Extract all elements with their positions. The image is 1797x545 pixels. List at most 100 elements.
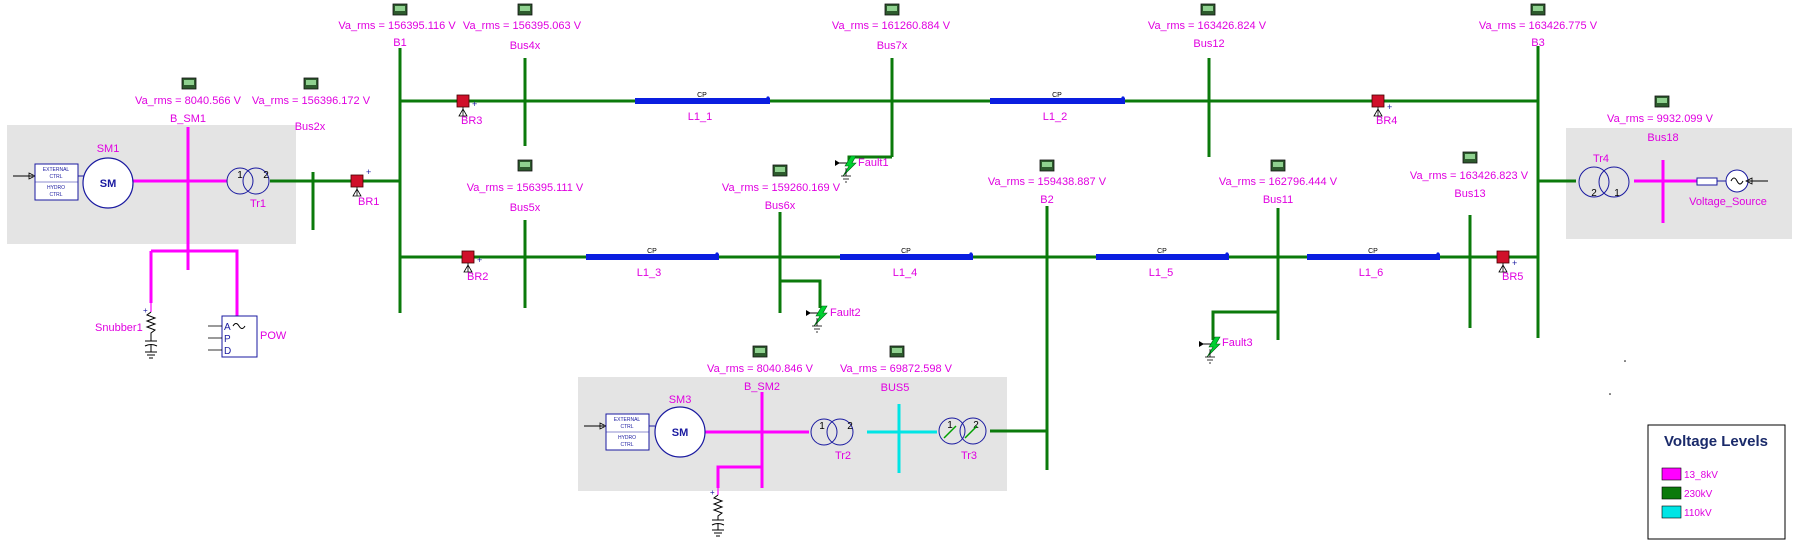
svg-text:+: +: [143, 306, 148, 315]
meter-icon: [884, 3, 900, 16]
meter-icon: [517, 159, 533, 172]
machine-label-sm3: SM3: [669, 394, 692, 406]
meter-icon: [1270, 159, 1286, 172]
bus-label-bus4x: Bus4x: [510, 40, 541, 52]
bus-label-b1: B1: [393, 37, 406, 49]
bus-label-bus11: Bus11: [1263, 194, 1293, 206]
fault3-tap: [1211, 310, 1278, 340]
line-label-l1-4: L1_4: [893, 267, 917, 279]
transformer-tr1[interactable]: 1 2: [226, 167, 270, 195]
legend-label-230kv: 230kV: [1684, 489, 1713, 500]
transformer-tr3[interactable]: 1 2: [938, 417, 987, 445]
snubber-icon[interactable]: +: [710, 488, 725, 537]
snubber1-icon[interactable]: +: [143, 306, 158, 359]
pow-block[interactable]: A P D: [208, 315, 258, 358]
transformer-label-tr1: Tr1: [250, 198, 266, 210]
meter-icon: [889, 345, 905, 358]
exciter-text: HYDRO: [47, 185, 65, 191]
sm-symbol: SM: [100, 178, 117, 190]
source-label-voltage-source: Voltage_Source: [1689, 196, 1767, 208]
cp-label: CP: [647, 248, 657, 255]
breaker-br2[interactable]: +: [461, 250, 482, 273]
meter-readout-bus4x: Va_rms = 156395.063 V: [463, 20, 582, 32]
svg-text:+: +: [472, 99, 477, 109]
bus-label-bus2x: Bus2x: [295, 121, 326, 133]
exciter-text: CTRL: [49, 174, 62, 180]
breaker-br4[interactable]: +: [1371, 94, 1392, 117]
meter-icon: [1530, 3, 1546, 16]
winding-label: 2: [847, 421, 853, 432]
voltage-levels-legend: Voltage Levels 13_8kV 230kV 110kV: [1647, 424, 1786, 540]
meter-readout-bus2x: Va_rms = 156396.172 V: [252, 95, 371, 107]
exciter-text: CTRL: [620, 442, 633, 448]
meter-readout-bus12: Va_rms = 163426.824 V: [1148, 20, 1267, 32]
fault2-tap: [780, 279, 822, 308]
bus-label-b-sm2: B_SM2: [744, 381, 780, 393]
legend-swatch-230kv: [1661, 486, 1682, 500]
winding-label: 1: [947, 420, 953, 431]
meter-readout-bus5x: Va_rms = 156395.111 V: [467, 182, 584, 194]
fault2-icon[interactable]: [806, 305, 828, 333]
cp-label: CP: [901, 248, 911, 255]
meter-readout-bus18: Va_rms = 9932.099 V: [1607, 113, 1714, 125]
line-l1-5: [1096, 254, 1229, 260]
bus-label-bus6x: Bus6x: [765, 200, 796, 212]
breaker-br3[interactable]: +: [456, 94, 477, 117]
transformer-label-tr2: Tr2: [835, 450, 851, 462]
fault3-icon[interactable]: [1199, 336, 1221, 364]
bus-label-b3: B3: [1531, 37, 1544, 49]
breaker-label-br5: BR5: [1502, 271, 1523, 283]
meter-readout-bus7x: Va_rms = 161260.884 V: [832, 20, 951, 32]
bus-label-b-sm1: B_SM1: [170, 113, 206, 125]
transformer-tr4[interactable]: 2 1: [1578, 166, 1630, 199]
meter-icon: [392, 3, 408, 16]
bus-label-bus12: Bus12: [1193, 38, 1224, 50]
meter-readout-bus13: Va_rms = 163426.823 V: [1410, 170, 1529, 182]
line-l1-1: [635, 98, 770, 104]
fault-label-fault2: Fault2: [830, 307, 861, 319]
synchronous-machine-sm3[interactable]: SM: [654, 406, 706, 458]
meter-icons: [181, 3, 1670, 358]
meter-icon: [303, 77, 319, 90]
meter-readout-b2: Va_rms = 159438.887 V: [988, 176, 1107, 188]
breaker-label-br4: BR4: [1376, 115, 1397, 127]
exciter-text: EXTERNAL: [614, 417, 641, 423]
meter-icon: [1039, 159, 1055, 172]
pow-pin: D: [224, 346, 231, 357]
cp-label: CP: [1368, 248, 1378, 255]
voltage-source-icon[interactable]: [1696, 169, 1768, 193]
legend-label-13-8kv: 13_8kV: [1684, 470, 1718, 481]
bus-label-b2: B2: [1040, 194, 1053, 206]
machine-label-sm1: SM1: [97, 143, 120, 155]
meter-readout-b-sm1: Va_rms = 8040.566 V: [135, 95, 242, 107]
line-label-l1-3: L1_3: [637, 267, 661, 279]
transformer-label-tr4: Tr4: [1593, 153, 1609, 165]
bus-label-bus5x: Bus5x: [510, 202, 541, 214]
stray-dot: [1624, 360, 1626, 362]
exciter-text: EXTERNAL: [43, 167, 70, 173]
breaker-br5[interactable]: +: [1496, 250, 1517, 273]
exciter-block-sm3[interactable]: EXTERNAL CTRL HYDRO CTRL: [584, 413, 655, 451]
breaker-br1[interactable]: +: [350, 167, 371, 197]
meter-icon: [1654, 95, 1670, 108]
snubber2-tap: [716, 465, 762, 488]
meter-readout-bus5: Va_rms = 69872.598 V: [840, 363, 953, 375]
transformer-tr2[interactable]: 1 2: [810, 418, 854, 446]
pow-tap: [151, 249, 239, 316]
winding-label: 2: [263, 170, 269, 181]
kv110-network: [867, 404, 937, 473]
legend-swatch-13-8kv: [1661, 467, 1682, 481]
exciter-text: CTRL: [620, 424, 633, 430]
snubber-label-snubber1: Snubber1: [95, 322, 143, 334]
breaker-label-br3: BR3: [461, 115, 482, 127]
meter-icon: [1200, 3, 1216, 16]
winding-label: 1: [1614, 188, 1620, 199]
bus-label-bus13: Bus13: [1454, 188, 1485, 200]
synchronous-machine-sm1[interactable]: SM: [82, 157, 134, 209]
exciter-block-sm1[interactable]: EXTERNAL CTRL HYDRO CTRL: [13, 163, 84, 201]
fault1-icon[interactable]: [835, 155, 857, 183]
pow-pin: P: [224, 334, 231, 345]
transmission-lines: [586, 96, 1440, 260]
svg-text:+: +: [477, 255, 482, 265]
